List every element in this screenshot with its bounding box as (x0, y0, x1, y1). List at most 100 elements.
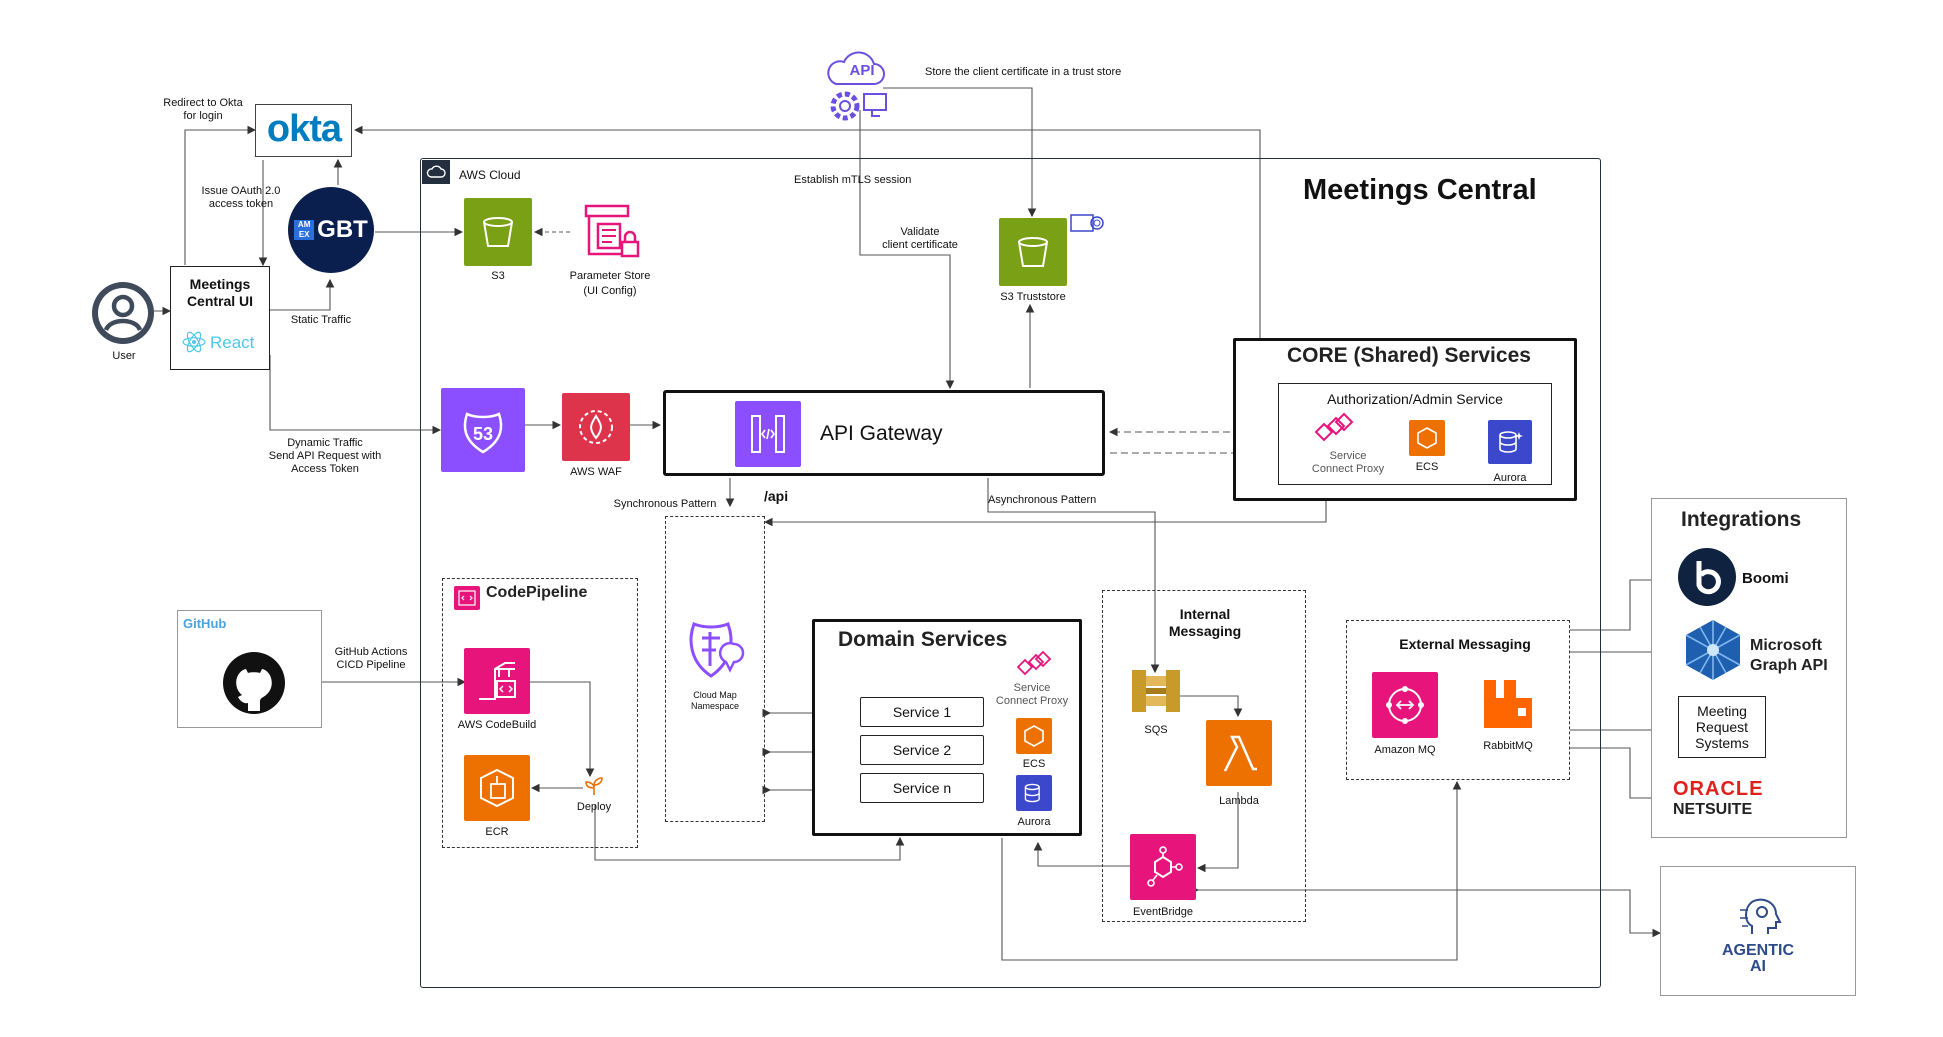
api-icon-text: API (849, 62, 875, 79)
domain-proxy-icon (1014, 650, 1054, 681)
agentic-ai-icon (1738, 894, 1782, 938)
establish-mtls-annotation: Establish mTLS session (794, 174, 912, 186)
s3-label: S3 (491, 270, 505, 282)
codebuild-label: AWS CodeBuild (457, 719, 537, 731)
service-2-box[interactable]: Service 2 (860, 735, 984, 765)
parameter-store-icon (578, 198, 642, 262)
agentic-ai-box (1660, 866, 1856, 996)
cloud-map-icon (680, 614, 752, 686)
eventbridge-icon (1130, 834, 1196, 900)
oracle-logo: ORACLE (1673, 778, 1764, 800)
github-icon (222, 651, 286, 715)
github-title: GitHub (183, 616, 227, 631)
sync-pattern-annotation: Synchronous Pattern (613, 498, 717, 510)
amazon-mq-label: Amazon MQ (1374, 744, 1436, 756)
rabbitmq-label: RabbitMQ (1483, 740, 1533, 752)
react-label: React (210, 333, 255, 352)
service-connect-proxy-icon (1310, 410, 1354, 448)
boomi-label: Boomi (1742, 570, 1789, 587)
sqs-label: SQS (1144, 724, 1168, 736)
core-aurora-icon (1488, 420, 1532, 464)
lambda-icon (1206, 720, 1272, 786)
service-n-box[interactable]: Service n (860, 773, 984, 803)
meeting-request-box (1678, 696, 1766, 758)
api-path-annotation: /api (764, 488, 789, 504)
api-client-icon (820, 46, 890, 126)
certificate-icon (1070, 212, 1106, 238)
domain-services-title: Domain Services (838, 628, 1008, 651)
integrations-title: Integrations (1681, 508, 1802, 531)
waf-icon (562, 393, 630, 461)
external-messaging-boundary (1346, 620, 1570, 780)
amex-badge: AM EX (294, 220, 315, 240)
codepipeline-title: CodePipeline (486, 584, 588, 601)
codebuild-icon (464, 648, 530, 714)
deploy-icon (583, 775, 605, 797)
core-aurora-label: Aurora (1493, 472, 1527, 484)
react-icon (182, 330, 206, 354)
meetings-central-ui-box (170, 266, 270, 370)
codepipeline-icon (454, 586, 480, 610)
domain-aurora-label: Aurora (1017, 816, 1051, 828)
s3-icon (464, 198, 532, 266)
cloud-icon (422, 160, 450, 184)
eventbridge-label: EventBridge (1133, 906, 1193, 918)
s3-truststore-label: S3 Truststore (1000, 291, 1066, 303)
okta-box (255, 104, 352, 157)
page-title: Meetings Central (1303, 174, 1537, 206)
cloud-map-boundary (665, 516, 765, 822)
deploy-label: Deploy (576, 801, 612, 813)
integrations-box (1651, 498, 1847, 838)
api-gateway-label: API Gateway (820, 422, 943, 445)
rabbitmq-icon (1480, 676, 1536, 732)
domain-ecs-icon (1016, 718, 1052, 754)
async-pattern-annotation: Asynchronous Pattern (988, 494, 1097, 506)
ecr-label: ECR (485, 826, 509, 838)
domain-ecs-label: ECS (1022, 758, 1046, 770)
core-services-title: CORE (Shared) Services (1287, 344, 1531, 367)
service-1-box[interactable]: Service 1 (860, 697, 984, 727)
api-gateway-icon (735, 401, 801, 467)
internal-messaging-boundary (1102, 590, 1306, 922)
netsuite-logo: NETSUITE (1673, 801, 1753, 818)
boomi-icon (1678, 548, 1736, 606)
sqs-icon (1128, 662, 1184, 720)
s3-truststore-icon (999, 218, 1067, 286)
core-ecs-icon (1409, 420, 1445, 456)
static-traffic-annotation: Static Traffic (290, 314, 352, 326)
gbt-text: GBT (317, 216, 368, 243)
waf-label: AWS WAF (570, 466, 622, 478)
ecr-icon (464, 755, 530, 821)
route53-text: 53 (473, 424, 493, 444)
aws-cloud-boundary (420, 158, 1601, 988)
store-cert-annotation: Store the client certificate in a trust … (925, 66, 1122, 78)
external-messaging-title: External Messaging (1399, 636, 1531, 652)
lambda-label: Lambda (1219, 795, 1259, 807)
aws-cloud-label: AWS Cloud (459, 168, 521, 182)
route53-icon: 53 (441, 388, 525, 472)
codepipeline-boundary (442, 578, 638, 848)
core-ecs-label: ECS (1415, 461, 1439, 473)
domain-aurora-icon (1016, 775, 1052, 811)
user-label: User (112, 350, 136, 362)
amazon-mq-icon (1372, 672, 1438, 738)
gbt-logo: AM EX GBT (288, 187, 374, 273)
microsoft-graph-icon (1680, 617, 1746, 683)
user-icon (90, 280, 156, 346)
okta-logo: okta (266, 108, 342, 150)
auth-admin-service-title: Authorization/Admin Service (1327, 391, 1503, 407)
